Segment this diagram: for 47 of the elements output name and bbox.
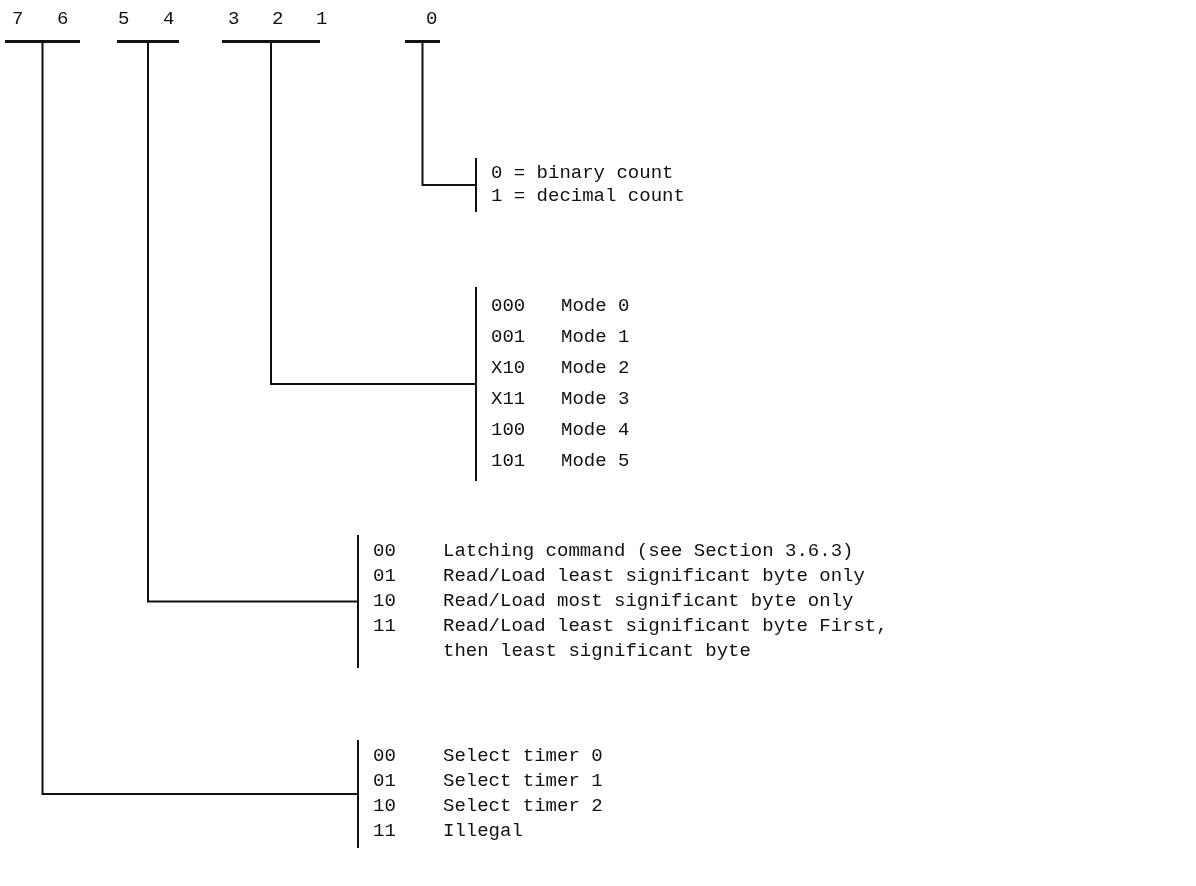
leader-line: [41, 42, 358, 795]
bit-code: X11: [491, 387, 527, 412]
code-meaning: Mode 0: [561, 294, 631, 319]
code-meaning: Read/Load most significant byte only: [443, 589, 855, 614]
code-meaning: 1 = decimal count: [491, 185, 685, 208]
bit-code: 11: [373, 614, 397, 639]
leader-line: [421, 42, 476, 186]
code-meaning: Latching command (see Section 3.6.3): [443, 539, 855, 564]
bit-field-bar: [117, 40, 179, 43]
bit-number: 7: [12, 8, 24, 30]
leader-line: [270, 42, 476, 385]
value-list: [475, 158, 685, 212]
bit-number: 5: [118, 8, 130, 30]
bit-number: 0: [426, 8, 438, 30]
bit-number: 2: [272, 8, 284, 30]
bit-code: 00: [373, 744, 397, 769]
bit-code: 00: [373, 539, 397, 564]
code-meaning: Illegal: [443, 819, 524, 844]
bit-code: 001: [491, 325, 527, 350]
bit-number: 6: [57, 8, 69, 30]
bit-number: 1: [316, 8, 328, 30]
bit-code: X10: [491, 356, 527, 381]
bit-code: 10: [373, 589, 397, 614]
bit-code: 10: [373, 794, 397, 819]
bit-number: 3: [228, 8, 240, 30]
bit-number: 4: [163, 8, 175, 30]
bit-code: 01: [373, 769, 397, 794]
code-meaning: Read/Load least significant byte only: [443, 564, 866, 589]
bit-field-bar: [5, 40, 80, 43]
code-meaning: Read/Load least significant byte First, then least significant byte: [443, 614, 889, 664]
bit-code: 100: [491, 418, 527, 443]
bit-code: 101: [491, 449, 527, 474]
code-meaning: Mode 4: [561, 418, 631, 443]
bit-code: 000: [491, 294, 527, 319]
code-meaning: 0 = binary count: [491, 162, 675, 185]
code-meaning: Mode 3: [561, 387, 631, 412]
bit-field-bar: [405, 40, 440, 43]
code-meaning: Mode 2: [561, 356, 631, 381]
code-meaning: Mode 5: [561, 449, 631, 474]
bit-field-bar: [222, 40, 320, 43]
code-meaning: Select timer 1: [443, 769, 604, 794]
leader-line: [147, 42, 358, 603]
bit-code: 11: [373, 819, 397, 844]
bit-code: 01: [373, 564, 397, 589]
code-meaning: Mode 1: [561, 325, 631, 350]
code-meaning: Select timer 0: [443, 744, 604, 769]
code-meaning: Select timer 2: [443, 794, 604, 819]
